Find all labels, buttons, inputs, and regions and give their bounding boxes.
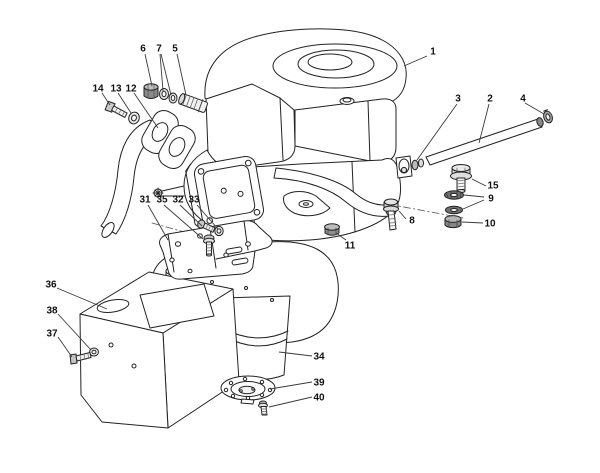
leader-line-7: [160, 53, 172, 96]
callout-8: 8: [409, 216, 415, 227]
bolt-8: [383, 198, 399, 231]
washer-7a: [159, 88, 169, 100]
bolt-35: [203, 234, 215, 257]
washer-9a: [444, 190, 464, 200]
leader-line-6: [144, 53, 153, 87]
callout-35: 35: [156, 195, 168, 206]
callout-1: 1: [430, 47, 436, 58]
bolt-32: [197, 219, 216, 233]
callout-11: 11: [345, 241, 356, 252]
leader-line-32: [179, 204, 203, 227]
callout-12: 12: [125, 84, 137, 95]
leader-line-40: [268, 396, 313, 408]
leader-line-12: [133, 92, 159, 129]
callout-34: 34: [313, 352, 325, 363]
leader-line-36: [56, 287, 108, 310]
leader-line-34: [278, 351, 313, 357]
callout-15: 15: [487, 181, 499, 192]
callout-6: 6: [140, 44, 146, 55]
washer-13: [128, 111, 140, 125]
leader-line-31: [147, 204, 169, 241]
callout-31: 31: [139, 195, 151, 206]
valve-cover: [185, 156, 264, 232]
leader-line-37: [57, 336, 73, 358]
leader-line-13: [117, 92, 132, 114]
leader-line-11: [335, 232, 347, 241]
flywheel-ring-inner: [307, 53, 353, 71]
callout-13: 13: [110, 84, 122, 95]
leader-line-33: [196, 204, 219, 230]
exhaust-gasket: [141, 109, 196, 170]
leader-line-39: [269, 381, 313, 390]
threaded-fitting-5: [178, 93, 208, 113]
nut-6: [143, 83, 159, 99]
exhaust-flange-39: [220, 375, 276, 405]
leader-line-5: [176, 53, 187, 96]
nut-11: [324, 223, 340, 236]
leader-line-9: [462, 199, 485, 210]
mounting-bracket-31: [159, 220, 273, 280]
leader-line-9: [463, 194, 485, 198]
leader-line-3: [416, 103, 458, 161]
bolt-37: [69, 352, 92, 365]
nut-10: [444, 215, 462, 229]
screw-40: [258, 400, 268, 416]
callout-33: 33: [188, 195, 200, 206]
callout-38: 38: [46, 306, 58, 317]
guard-hole-a: [108, 342, 114, 348]
leader-line-4: [524, 102, 545, 115]
leader-line-38: [57, 313, 92, 351]
leader-line-10: [461, 221, 484, 224]
bolt-14: [104, 100, 128, 118]
callout-5: 5: [172, 44, 178, 55]
mounting-boss: [283, 191, 331, 217]
callout-4: 4: [520, 94, 526, 105]
washer-7b: [168, 92, 178, 104]
callout-9: 9: [488, 194, 494, 205]
callout-7: 7: [156, 44, 162, 55]
callout-39: 39: [313, 378, 325, 389]
callout-3: 3: [455, 94, 461, 105]
crankshaft-end: [152, 185, 185, 199]
fuel-tap: [395, 155, 424, 179]
washer-9b: [445, 205, 463, 215]
washer-33: [214, 225, 224, 237]
leader-line-15: [471, 178, 487, 187]
guard-front-face: [79, 313, 169, 429]
callout-40: 40: [313, 393, 325, 404]
guard-top-hole: [96, 298, 130, 314]
leader-line-2: [478, 103, 490, 144]
leader-line-14: [101, 92, 111, 106]
engine-side-panel: [294, 98, 397, 164]
leader-line-1: [403, 55, 428, 67]
leader-line-35: [163, 204, 204, 240]
callout-14: 14: [92, 84, 104, 95]
muffler-guard: [79, 271, 240, 429]
leader-line-8: [398, 210, 407, 220]
engine-assembly: [152, 28, 424, 242]
callout-10: 10: [484, 219, 496, 230]
exhaust-tube: [100, 119, 162, 238]
guard-recess: [139, 283, 215, 329]
leader-line-7: [159, 53, 164, 92]
guard-hole-b: [131, 363, 137, 369]
hose-clamp-4: [543, 109, 553, 124]
callout-36: 36: [45, 280, 57, 291]
hose-clamp-3: [411, 159, 419, 171]
oil-cap: [339, 97, 355, 105]
callout-2: 2: [487, 94, 493, 105]
bolt-15: [450, 164, 472, 193]
callout-32: 32: [172, 195, 184, 206]
fuel-pipe-end: [536, 117, 544, 127]
callout-37: 37: [46, 329, 58, 340]
fuel-pipe: [425, 109, 553, 166]
washer-38: [89, 347, 99, 357]
